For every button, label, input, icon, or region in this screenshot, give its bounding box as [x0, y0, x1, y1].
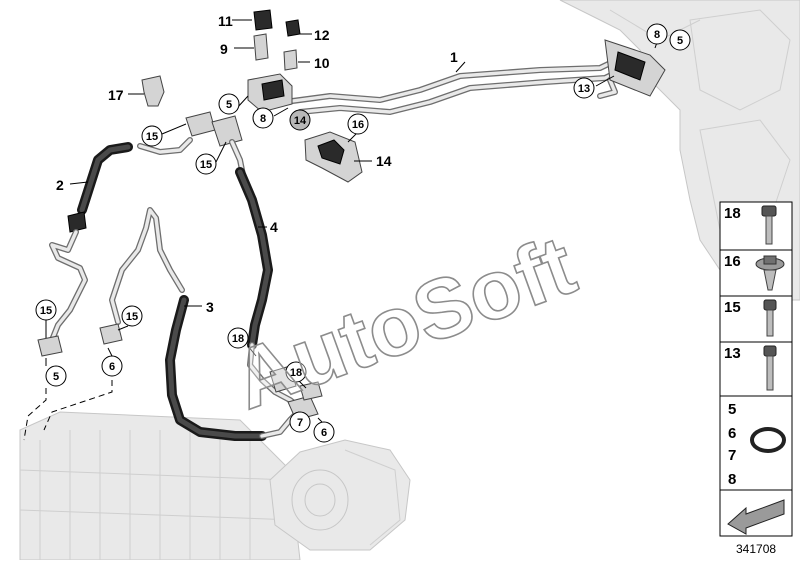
legend-label-18: 18 [724, 205, 741, 222]
circled-callout-14: 14 [289, 109, 311, 131]
svg-text:6: 6 [109, 361, 115, 373]
svg-text:5: 5 [53, 371, 59, 383]
svg-text:7: 7 [297, 417, 303, 429]
callout-10: 10 [314, 55, 330, 71]
legend-box-18 [719, 201, 793, 251]
svg-text:18: 18 [290, 367, 302, 379]
callout-4: 4 [270, 219, 278, 235]
part-12-cap [285, 19, 301, 37]
connector-left-5 [37, 335, 63, 357]
legend-label-13: 13 [724, 345, 741, 362]
nut-icon [755, 255, 785, 291]
callout-3: 3 [206, 299, 214, 315]
connector-block [247, 73, 293, 113]
svg-text:5: 5 [677, 35, 683, 47]
hose-3 [109, 207, 301, 441]
callout-2: 2 [56, 177, 64, 193]
bracket-14 [304, 131, 363, 183]
circled-callout-15-b: 15 [195, 153, 217, 175]
callout-9: 9 [220, 41, 228, 57]
svg-text:14: 14 [294, 115, 307, 127]
connector-left-6 [99, 323, 123, 345]
legend-label-5: 5 [728, 401, 736, 418]
callout-1: 1 [450, 49, 458, 65]
circled-callout-18-mid: 18 [227, 327, 249, 349]
legend-label-8: 8 [728, 471, 736, 488]
screw-icon [763, 299, 777, 337]
legend-box-13 [719, 341, 793, 397]
reference-number: 341708 [736, 542, 776, 556]
ghost-condenser-bottom-left [19, 411, 301, 561]
svg-text:18: 18 [232, 333, 244, 345]
circled-callout-5-flange: 5 [669, 29, 691, 51]
connector-15-top [185, 111, 247, 183]
legend-panel: 18 16 15 13 5 6 7 8 [719, 201, 793, 556]
svg-text:15: 15 [200, 159, 212, 171]
part-9-valve [253, 33, 269, 61]
part-17-sensor [141, 75, 165, 107]
circled-callout-13: 13 [573, 77, 595, 99]
part-10-valve [283, 49, 298, 71]
svg-text:15: 15 [126, 311, 138, 323]
circled-callout-18-lower: 18 [285, 361, 307, 383]
part-11-cap [253, 9, 273, 31]
circled-callout-7: 7 [289, 411, 311, 433]
ghost-compressor [269, 439, 411, 551]
svg-text:8: 8 [654, 29, 660, 41]
svg-text:13: 13 [578, 83, 590, 95]
legend-box-16 [719, 249, 793, 297]
circled-callout-6-left: 6 [101, 355, 123, 377]
circled-callout-8-top: 8 [252, 107, 274, 129]
legend-label-16: 16 [724, 253, 741, 270]
circled-callout-15-c: 15 [35, 299, 57, 321]
svg-text:8: 8 [260, 113, 266, 125]
pipe-line-1 [282, 53, 633, 115]
circled-callout-15-d: 15 [121, 305, 143, 327]
callout-14: 14 [376, 153, 392, 169]
svg-text:15: 15 [146, 131, 158, 143]
circled-callout-6-compressor: 6 [313, 421, 335, 443]
bolt-icon [761, 205, 777, 245]
watermark-text: AutoSoft [221, 217, 586, 427]
o-ring-icon [750, 427, 786, 453]
circled-callout-15-a: 15 [141, 125, 163, 147]
circled-callouts: 5 8 14 16 8 5 13 15 [35, 23, 691, 443]
arrow-icon [727, 499, 785, 535]
callout-17: 17 [108, 87, 124, 103]
circled-callout-8-flange: 8 [646, 23, 668, 45]
callout-12: 12 [314, 27, 330, 43]
expansion-valve-flange [604, 39, 666, 97]
svg-text:6: 6 [321, 427, 327, 439]
legend-box-5-8 [719, 395, 793, 491]
hex-bolt-icon [763, 345, 777, 391]
circled-callout-5-top: 5 [218, 93, 240, 115]
svg-text:15: 15 [40, 305, 52, 317]
callouts: 1 2 3 4 9 10 11 12 14 17 [56, 13, 458, 315]
callout-11: 11 [218, 13, 233, 29]
svg-text:16: 16 [352, 119, 364, 131]
watermark: AutoSoft [220, 217, 587, 428]
legend-label-15: 15 [724, 299, 741, 316]
legend-label-7: 7 [728, 447, 736, 464]
circled-callout-16: 16 [347, 113, 369, 135]
svg-text:5: 5 [226, 99, 232, 111]
hose-2 [49, 137, 193, 343]
circled-callout-5-left: 5 [45, 365, 67, 387]
legend-label-6: 6 [728, 425, 736, 442]
